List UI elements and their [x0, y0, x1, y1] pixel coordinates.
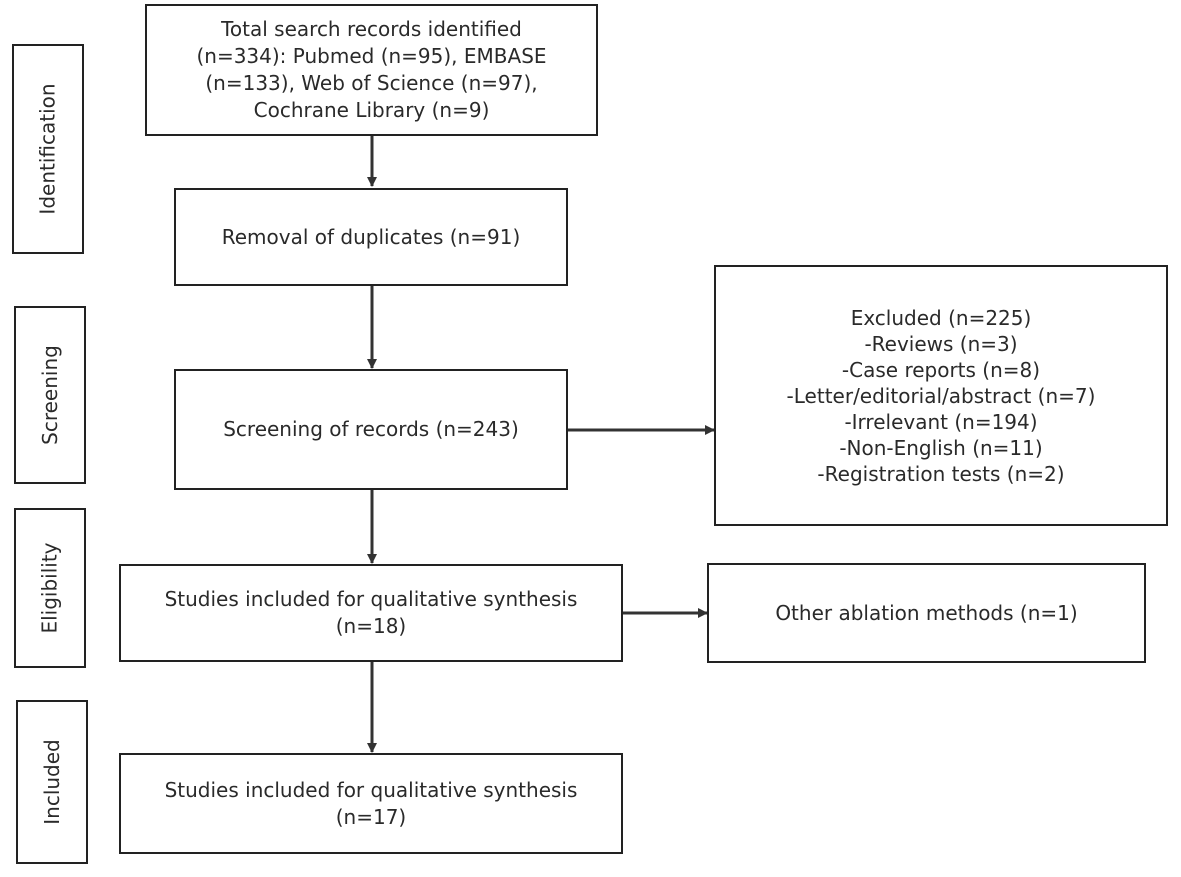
screening-box: Screening of records (n=243)	[174, 369, 568, 490]
stage-included: Included	[16, 700, 88, 864]
other-ablation-box: Other ablation methods (n=1)	[707, 563, 1146, 663]
total-records-line: (n=334): Pubmed (n=95), EMBASE	[196, 44, 547, 68]
excluded-line: -Non-English (n=11)	[839, 435, 1043, 460]
duplicates-text: Removal of duplicates (n=91)	[221, 224, 521, 249]
eligibility-line: (n=18)	[335, 614, 407, 638]
stage-screening: Screening	[14, 306, 86, 484]
excluded-box: Excluded (n=225) -Reviews (n=3) -Case re…	[714, 265, 1168, 526]
included-box: Studies included for qualitative synthes…	[119, 753, 623, 854]
excluded-line: -Reviews (n=3)	[864, 331, 1018, 356]
stage-eligibility: Eligibility	[14, 508, 86, 668]
stage-identification: Identification	[12, 44, 84, 254]
eligibility-box: Studies included for qualitative synthes…	[119, 564, 623, 662]
screening-text: Screening of records (n=243)	[223, 417, 519, 441]
total-records-box: Total search records identified (n=334):…	[145, 4, 598, 136]
total-records-line: (n=133), Web of Science (n=97),	[205, 71, 538, 95]
included-line: Studies included for qualitative synthes…	[164, 777, 578, 802]
excluded-line: -Case reports (n=8)	[841, 357, 1041, 382]
excluded-line: -Irrelevant (n=194)	[844, 409, 1038, 434]
total-records-line: Total search records identified	[221, 17, 522, 41]
duplicates-box: Removal of duplicates (n=91)	[174, 188, 568, 286]
excluded-line: Excluded (n=225)	[850, 305, 1032, 330]
eligibility-line: Studies included for qualitative synthes…	[164, 587, 578, 611]
excluded-line: -Letter/editorial/abstract (n=7)	[786, 383, 1096, 408]
excluded-line: -Registration tests (n=2)	[817, 461, 1065, 486]
total-records-line: Cochrane Library (n=9)	[253, 98, 490, 122]
other-ablation-text: Other ablation methods (n=1)	[775, 600, 1078, 625]
included-line: (n=17)	[335, 804, 407, 829]
